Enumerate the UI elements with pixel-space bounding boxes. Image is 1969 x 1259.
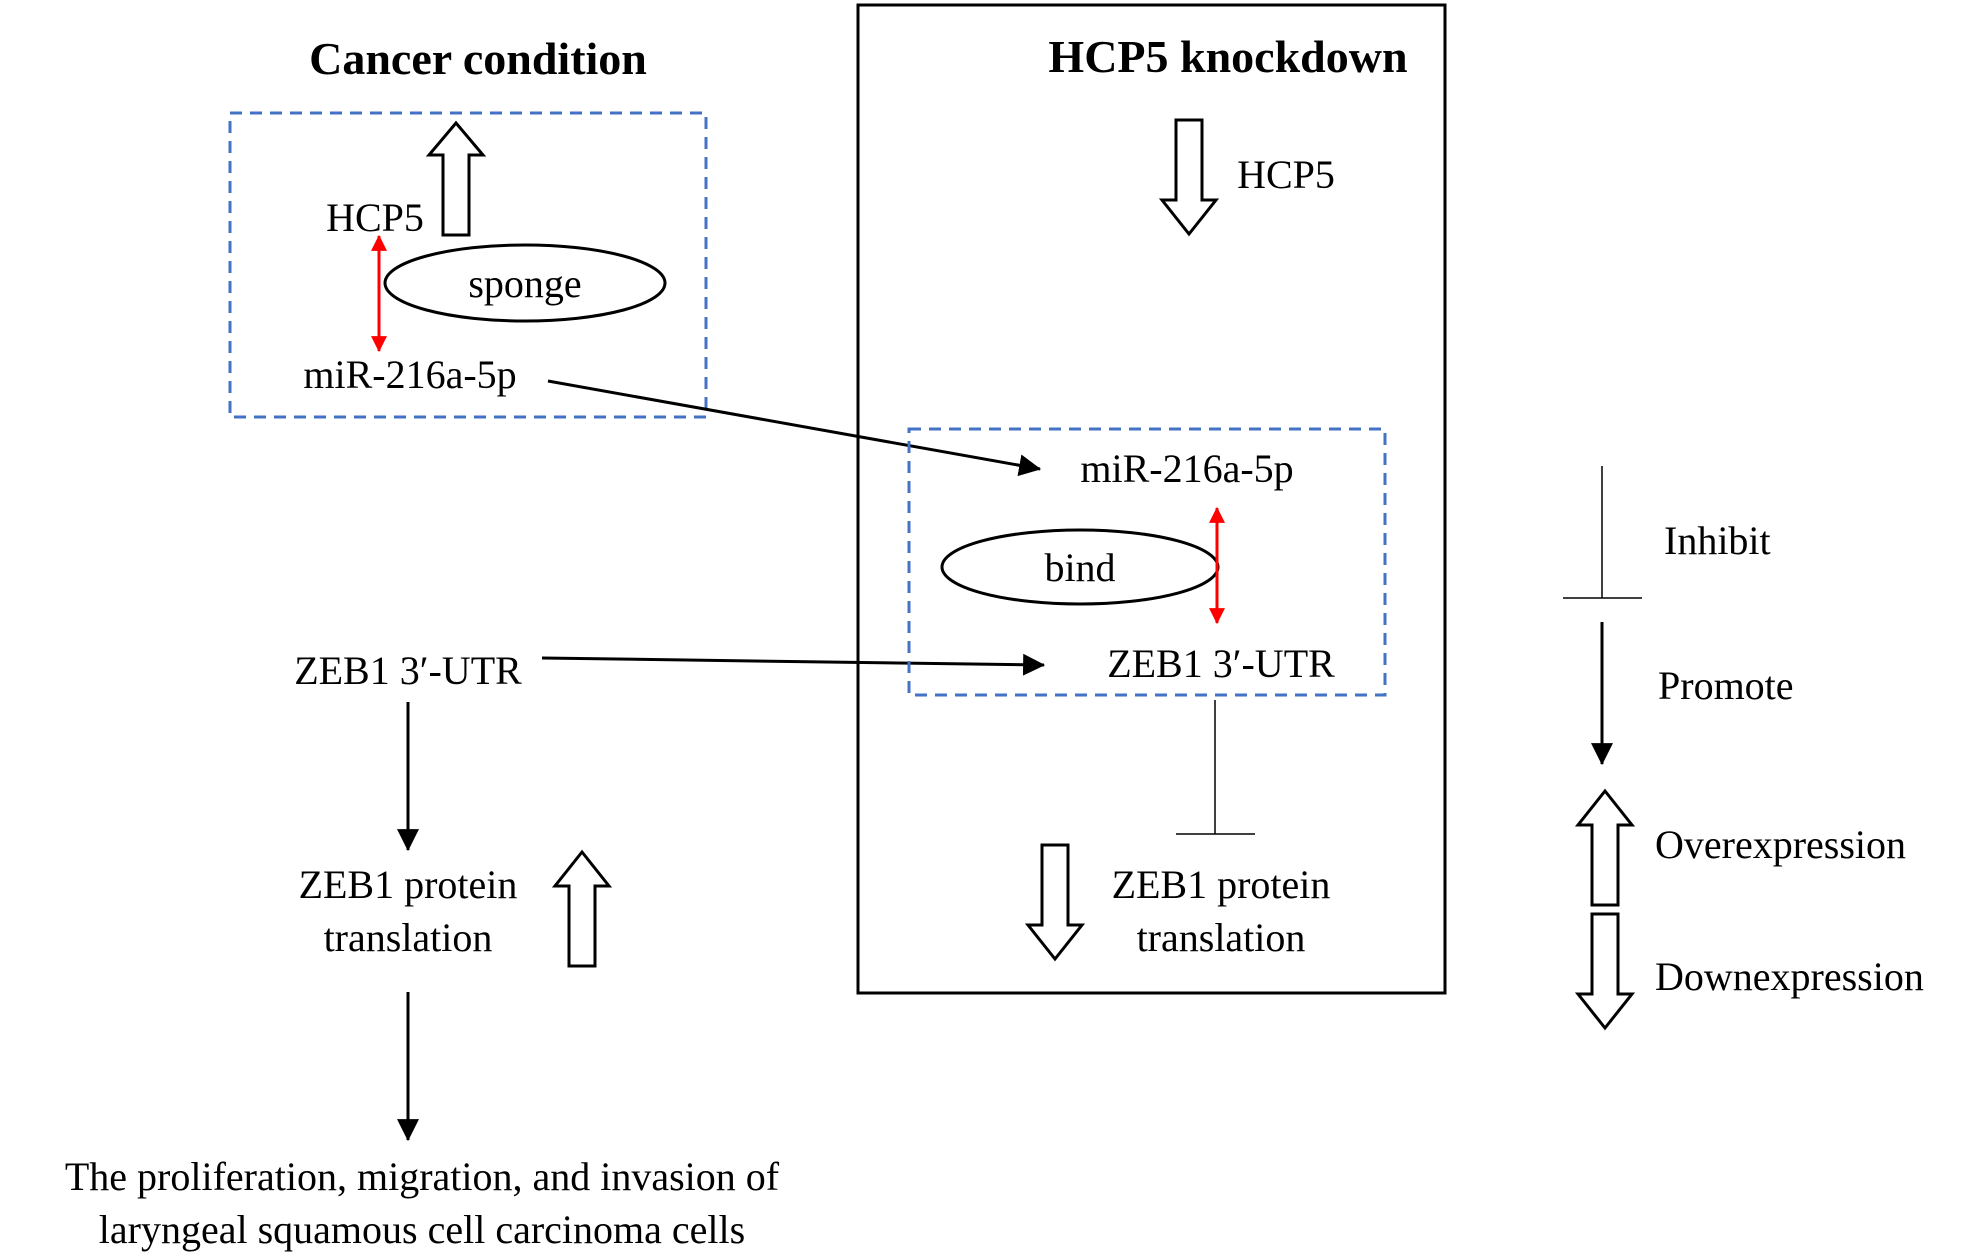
left-zeb1-protein-line1: ZEB1 protein: [299, 862, 518, 907]
hcp5-downexpression-icon: [1158, 118, 1220, 237]
bind-label: bind: [1044, 545, 1115, 590]
left-sponge-box: [228, 111, 708, 419]
zeb1-protein-overexpression-icon: [551, 849, 613, 968]
left-zeb1-utr-label: ZEB1 3′-UTR: [294, 648, 522, 693]
sponge-ellipse: [383, 243, 667, 323]
right-panel-title: HCP5 knockdown: [1048, 31, 1407, 82]
zeb1-utr-transfer-arrow: [541, 653, 1046, 676]
sponge-label: sponge: [468, 261, 581, 306]
right-zeb1-protein-line2: translation: [1137, 915, 1306, 960]
knockdown-panel: [856, 3, 1447, 995]
right-hcp5-label: HCP5: [1237, 152, 1335, 197]
right-zeb1-protein-line1: ZEB1 protein: [1112, 862, 1331, 907]
mir-transfer-arrow: [547, 379, 1042, 477]
legend-overexpression-icon: [1574, 788, 1636, 907]
legend-downexpression-label: Downexpression: [1655, 954, 1924, 999]
legend-overexpression-label: Overexpression: [1655, 822, 1906, 867]
left-mir-label: miR-216a-5p: [303, 352, 516, 397]
right-zeb1-utr-label: ZEB1 3′-UTR: [1107, 641, 1335, 686]
left-hcp5-label: HCP5: [326, 195, 424, 240]
right-mir-label: miR-216a-5p: [1080, 446, 1293, 491]
hcp5-overexpression-icon: [425, 120, 487, 237]
legend-promote-label: Promote: [1658, 663, 1794, 708]
zeb1-protein-downexpression-icon: [1024, 843, 1086, 962]
legend-downexpression-icon: [1574, 912, 1636, 1031]
outcome-line2: laryngeal squamous cell carcinoma cells: [99, 1207, 745, 1252]
outcome-line1: The proliferation, migration, and invasi…: [65, 1154, 780, 1199]
left-zeb1-protein-line2: translation: [324, 915, 493, 960]
right-bind-box: [907, 427, 1387, 697]
legend-inhibit-label: Inhibit: [1664, 518, 1771, 563]
left-panel-title: Cancer condition: [309, 33, 647, 84]
